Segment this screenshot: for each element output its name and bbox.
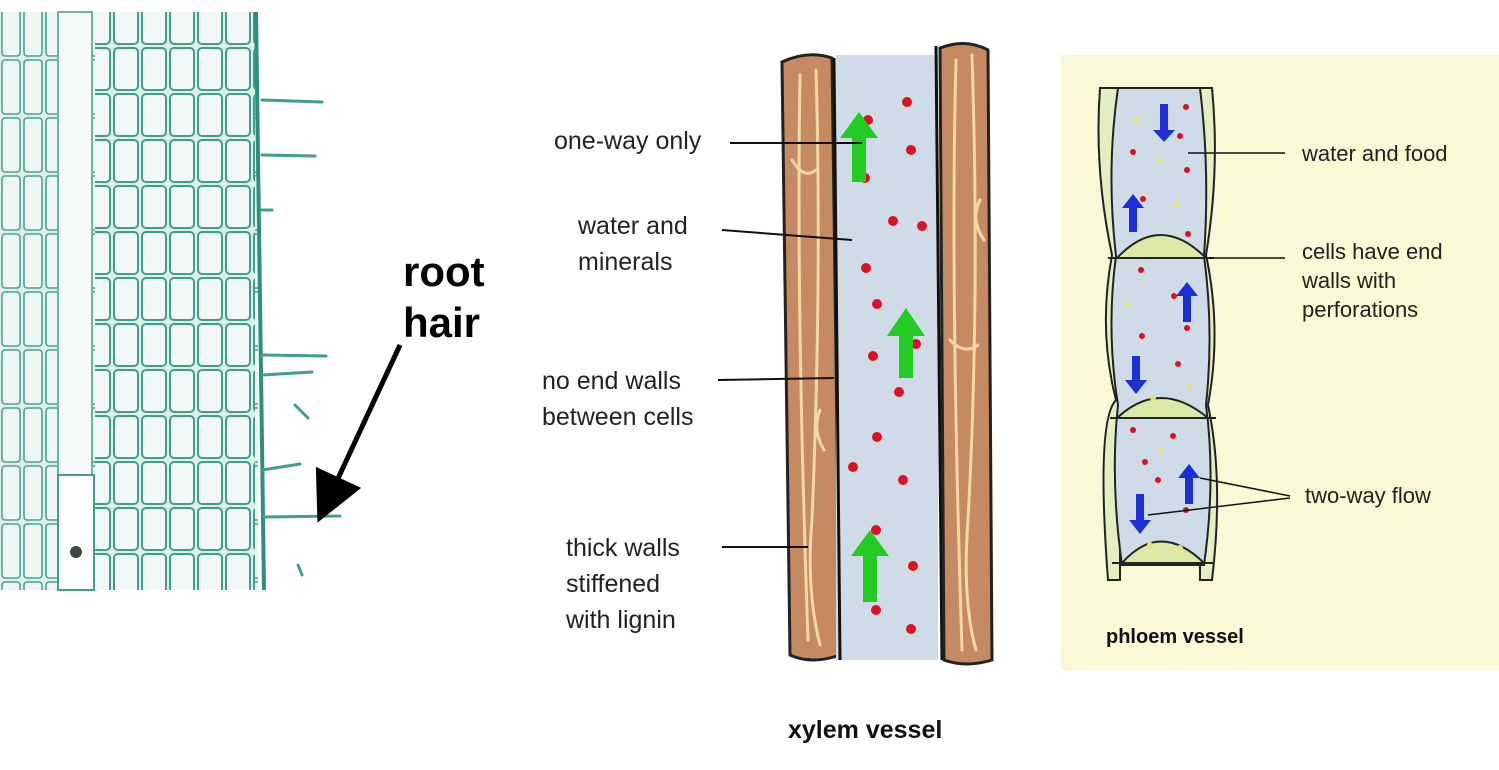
phloem-flow-arrow-down	[1129, 494, 1151, 534]
label-thick-walls-line2: stiffened	[566, 570, 660, 598]
phloem-flow-arrow-down	[1153, 104, 1175, 142]
leader-line	[721, 229, 853, 241]
label-one-way-only: one-way only	[554, 127, 702, 155]
phloem-flow-arrow-up	[1178, 464, 1200, 504]
xylem-caption: xylem vessel	[788, 716, 942, 744]
phloem-flow-arrow-up	[1122, 194, 1144, 232]
leader-line	[717, 377, 835, 381]
root-hair-label-line2: hair	[403, 299, 480, 346]
phloem-caption: phloem vessel	[1106, 626, 1244, 648]
root-micrograph	[0, 11, 342, 591]
root-hair-label: root hair	[403, 248, 485, 346]
label-end-walls-line3: perforations	[1302, 297, 1418, 322]
xylem-flow-arrow	[851, 530, 889, 602]
leader-line	[1199, 477, 1291, 497]
sieve-plate	[1112, 540, 1214, 564]
label-no-end-walls-line2: between cells	[542, 403, 693, 431]
phloem-flow-arrow-down	[1125, 356, 1147, 394]
sieve-plate	[1110, 397, 1216, 419]
root-hair-pointer-arrow	[315, 343, 403, 523]
phloem-labels: water and food cells have end walls with…	[1106, 141, 1448, 648]
sieve-plate	[1108, 234, 1214, 259]
xylem-flow-arrow	[840, 112, 878, 182]
label-water-minerals-line2: minerals	[578, 248, 672, 276]
phloem-panel	[1061, 55, 1499, 670]
label-water-and-food: water and food	[1301, 141, 1448, 166]
xylem-diagram	[780, 42, 994, 666]
xylem-labels: one-way only water and minerals no end w…	[542, 127, 942, 744]
label-two-way-flow: two-way flow	[1305, 483, 1431, 508]
phloem-flow-arrow-up	[1176, 282, 1198, 322]
label-thick-walls-line1: thick walls	[566, 534, 680, 562]
xylem-flow-arrow	[887, 308, 925, 378]
label-no-end-walls-line1: no end walls	[542, 367, 681, 395]
label-thick-walls-line3: with lignin	[565, 606, 676, 634]
root-hair-label-line1: root	[403, 248, 485, 295]
label-water-minerals-line1: water and	[577, 212, 688, 240]
label-end-walls-line2: walls with	[1301, 268, 1396, 293]
label-end-walls-line1: cells have end	[1302, 239, 1443, 264]
leader-line	[1147, 497, 1291, 516]
